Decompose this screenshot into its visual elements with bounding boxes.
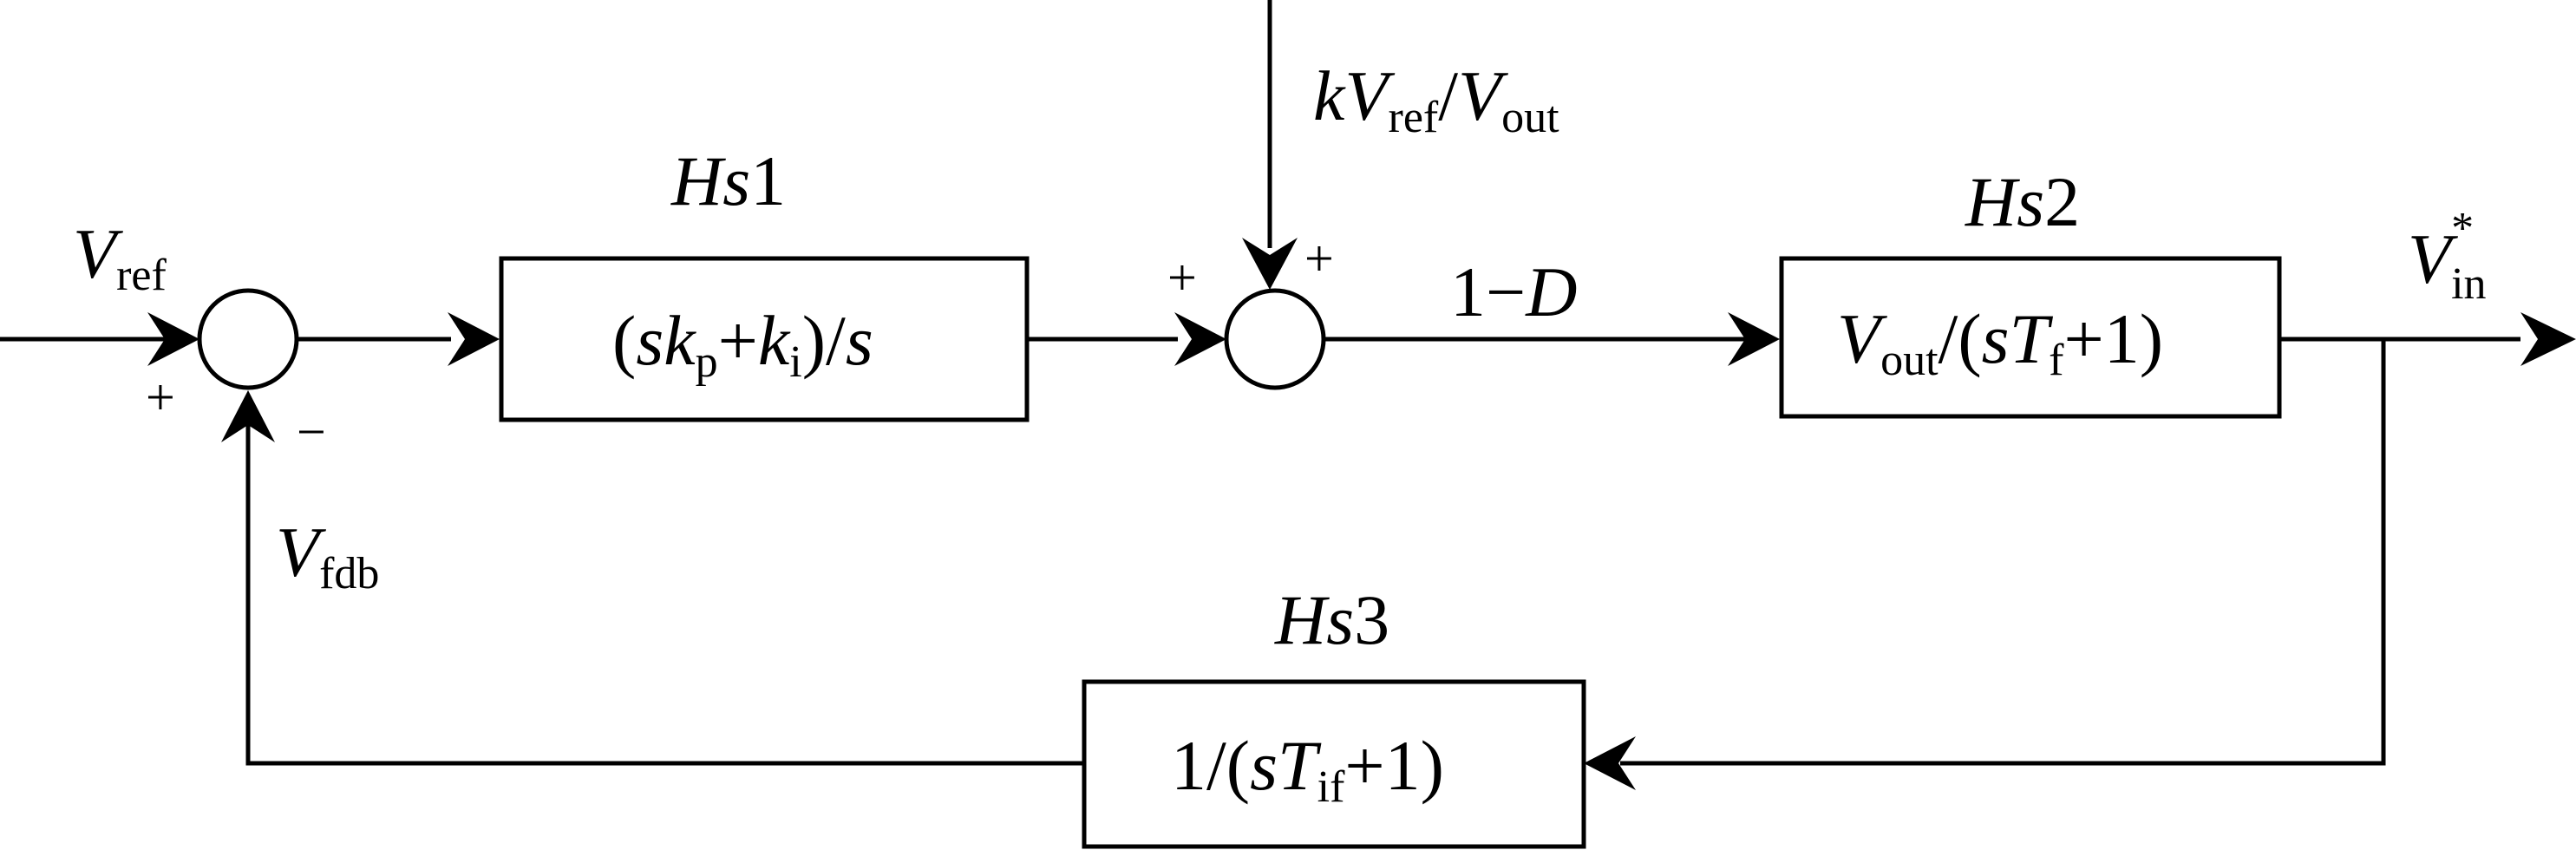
vref-label: Vref (73, 214, 167, 300)
vin-star-label: V*in (2408, 204, 2487, 309)
sum1-minus-sign: − (297, 403, 326, 461)
sum1-plus-sign: + (146, 369, 175, 426)
hs1-transfer-function: (skp+ki)/s (612, 301, 873, 387)
hs3-label: Hs3 (1274, 580, 1389, 659)
sum2-left-plus-sign: + (1167, 249, 1197, 306)
hs3-transfer-function: 1/(sTif+1) (1171, 726, 1444, 812)
hs3-block (1082, 679, 1586, 849)
summing-junction-1 (197, 288, 299, 390)
arrow-into-sum2-top (1242, 238, 1298, 290)
hs1-label: Hs1 (670, 141, 786, 220)
hs2-label: Hs2 (1965, 162, 2080, 241)
hs1-block (499, 256, 1030, 422)
arrow-into-hs3 (1584, 736, 1636, 790)
hs2-transfer-function: Vout/(sTf+1) (1837, 299, 2163, 385)
hs2-block (1779, 256, 2282, 419)
arrow-into-hs2 (1728, 312, 1780, 366)
arrow-into-sum1 (147, 312, 199, 366)
arrow-into-sum1-bottom (221, 390, 275, 442)
arrow-into-hs1 (448, 312, 500, 366)
arrow-output (2520, 312, 2576, 366)
feedback-return-wire (245, 423, 1082, 766)
sum2-top-plus-sign: + (1304, 230, 1334, 287)
vfdb-label: Vfdb (276, 513, 379, 598)
arrow-into-sum2-left (1174, 312, 1226, 366)
feedback-tap-wire (1620, 339, 2386, 766)
feedforward-label: kVref/Vout (1313, 56, 1559, 142)
summing-junction-2 (1224, 288, 1326, 390)
duty-label: 1−D (1450, 252, 1577, 331)
